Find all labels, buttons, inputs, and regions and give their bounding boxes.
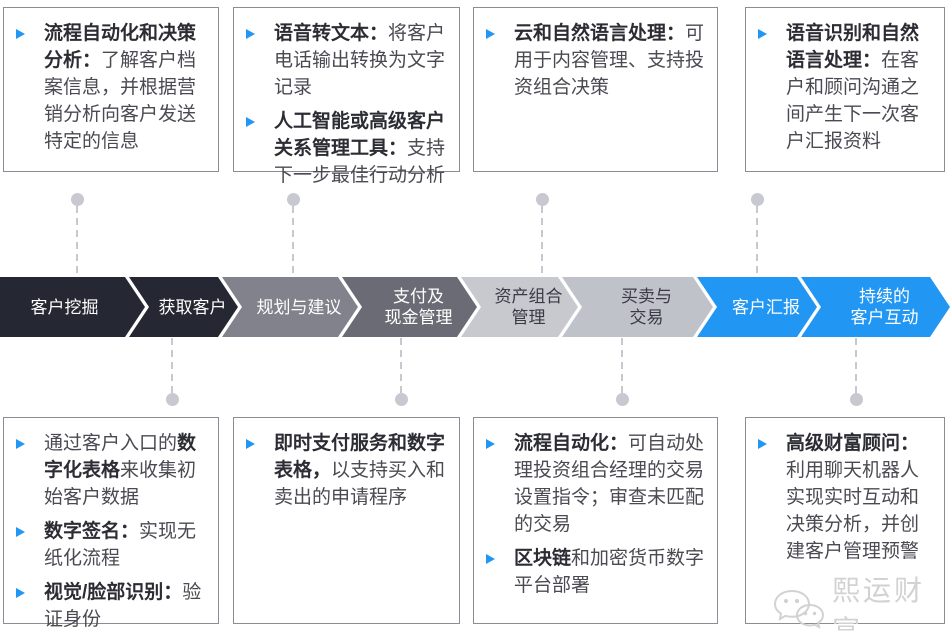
bullet-triangle-icon [758,29,777,39]
bottom-callout-4: 高级财富顾问：利用聊天机器人实现实时互动和决策分析，并创建客户管理预警 [745,417,945,624]
connector-dash [76,206,78,277]
top-callout-4: 语音识别和自然语言处理：在客户和顾问沟通之间产生下一次客户汇报资料 [745,7,945,172]
stage-client-reporting: 客户汇报 [697,277,817,337]
bullet-triangle-icon [246,29,265,39]
list-item: 人工智能或高级客户关系管理工具：支持下一步最佳行动分析 [246,108,449,189]
connector-bottom-2 [394,338,408,406]
bullet-triangle-icon [16,29,35,39]
list-item: 区块链和加密货币数字平台部署 [486,545,707,599]
connector-dash [621,338,623,393]
stage-customer-mining: 客户挖掘 [0,277,145,337]
bullet-triangle-icon [246,439,265,449]
bullet-triangle-icon [758,439,777,449]
bullet-triangle-icon [16,527,35,537]
stage-payment-cash-management: 支付及 现金管理 [342,277,477,337]
process-band: 客户挖掘 获取客户 规划与建议 支付及 现金管理 资产组合 管理 买卖与 交易 … [0,277,952,337]
list-item-text: 人工智能或高级客户关系管理工具：支持下一步最佳行动分析 [274,111,446,186]
bullet-triangle-icon [16,588,35,598]
connector-dash [171,338,173,393]
bullet-triangle-icon [486,29,505,39]
connector-dot [70,193,84,206]
list-item-text: 语音识别和自然语言处理：在客户和顾问沟通之间产生下一次客户汇报资料 [786,23,920,152]
list-item-text: 流程自动化和决策分析：了解客户档案信息，并根据营销分析向客户发送特定的信息 [44,23,197,152]
bullet-triangle-icon [16,439,35,449]
connector-dash [756,206,758,277]
connector-dot [286,193,300,206]
bullet-triangle-icon [486,439,505,449]
list-item-text: 视觉/脸部识别：验证身份 [44,582,202,630]
connector-top-2 [286,193,300,277]
connector-dot [750,193,764,206]
stage-portfolio-management: 资产组合 管理 [461,277,578,337]
bottom-callout-2: 即时支付服务和数字表格，以支持买入和卖出的申请程序 [233,417,460,624]
connector-top-3 [535,193,549,277]
list-item-text: 云和自然语言处理：可用于内容管理、支持投资组合决策 [514,23,705,98]
connector-top-4 [750,193,764,277]
connector-dot [615,393,629,406]
list-item: 通过客户入口的数字化表格来收集初始客户数据 [16,430,208,511]
connector-top-1 [70,193,84,277]
top-callout-1: 流程自动化和决策分析：了解客户档案信息，并根据营销分析向客户发送特定的信息 [3,7,219,172]
list-item-text: 数字签名：实现无纸化流程 [44,521,197,569]
list-item: 高级财富顾问：利用聊天机器人实现实时互动和决策分析，并创建客户管理预警 [758,430,934,565]
wechat-bubbles-icon [772,588,824,630]
list-item: 流程自动化和决策分析：了解客户档案信息，并根据营销分析向客户发送特定的信息 [16,20,208,155]
connector-dash [541,206,543,277]
list-item: 即时支付服务和数字表格，以支持买入和卖出的申请程序 [246,430,449,511]
list-item: 流程自动化：可自动处理投资组合经理的交易设置指令；审查未匹配的交易 [486,430,707,538]
bottom-callout-3: 流程自动化：可自动处理投资组合经理的交易设置指令；审查未匹配的交易 区块链和加密… [473,417,718,624]
list-item: 语音识别和自然语言处理：在客户和顾问沟通之间产生下一次客户汇报资料 [758,20,934,155]
top-callout-2: 语音转文本：将客户电话输出转换为文字记录 人工智能或高级客户关系管理工具：支持下… [233,7,460,186]
connector-dot [849,393,863,406]
connector-bottom-3 [615,338,629,406]
list-item-text: 语音转文本：将客户电话输出转换为文字记录 [274,23,446,98]
stage-customer-acquisition: 获取客户 [129,277,238,337]
connector-dot [165,393,179,406]
list-item-text: 通过客户入口的数字化表格来收集初始客户数据 [44,433,197,508]
connector-bottom-4 [849,338,863,406]
bottom-callout-1: 通过客户入口的数字化表格来收集初始客户数据 数字签名：实现无纸化流程 视觉/脸部… [3,417,219,630]
watermark: 熙运财富 [772,569,952,631]
stage-ongoing-engagement: 持续的 客户互动 [801,277,950,337]
connector-dash [855,338,857,393]
watermark-text: 熙运财富 [832,575,926,631]
connector-bottom-1 [165,338,179,406]
connector-dash [292,206,294,277]
connector-dot [394,393,408,406]
list-item: 云和自然语言处理：可用于内容管理、支持投资组合决策 [486,20,707,101]
bullet-triangle-icon [246,117,265,127]
stage-planning-advice: 规划与建议 [222,277,358,337]
list-item: 视觉/脸部识别：验证身份 [16,579,208,631]
connector-dash [400,338,402,393]
bullet-triangle-icon [486,554,505,564]
list-item-text: 流程自动化：可自动处理投资组合经理的交易设置指令；审查未匹配的交易 [514,433,705,535]
stage-trading: 买卖与 交易 [562,277,713,337]
connector-dot [535,193,549,206]
list-item-text: 即时支付服务和数字表格，以支持买入和卖出的申请程序 [274,433,446,508]
list-item: 数字签名：实现无纸化流程 [16,518,208,572]
list-item-text: 高级财富顾问：利用聊天机器人实现实时互动和决策分析，并创建客户管理预警 [786,433,920,562]
list-item-text: 区块链和加密货币数字平台部署 [514,548,705,596]
list-item: 语音转文本：将客户电话输出转换为文字记录 [246,20,449,101]
top-callout-3: 云和自然语言处理：可用于内容管理、支持投资组合决策 [473,7,718,172]
